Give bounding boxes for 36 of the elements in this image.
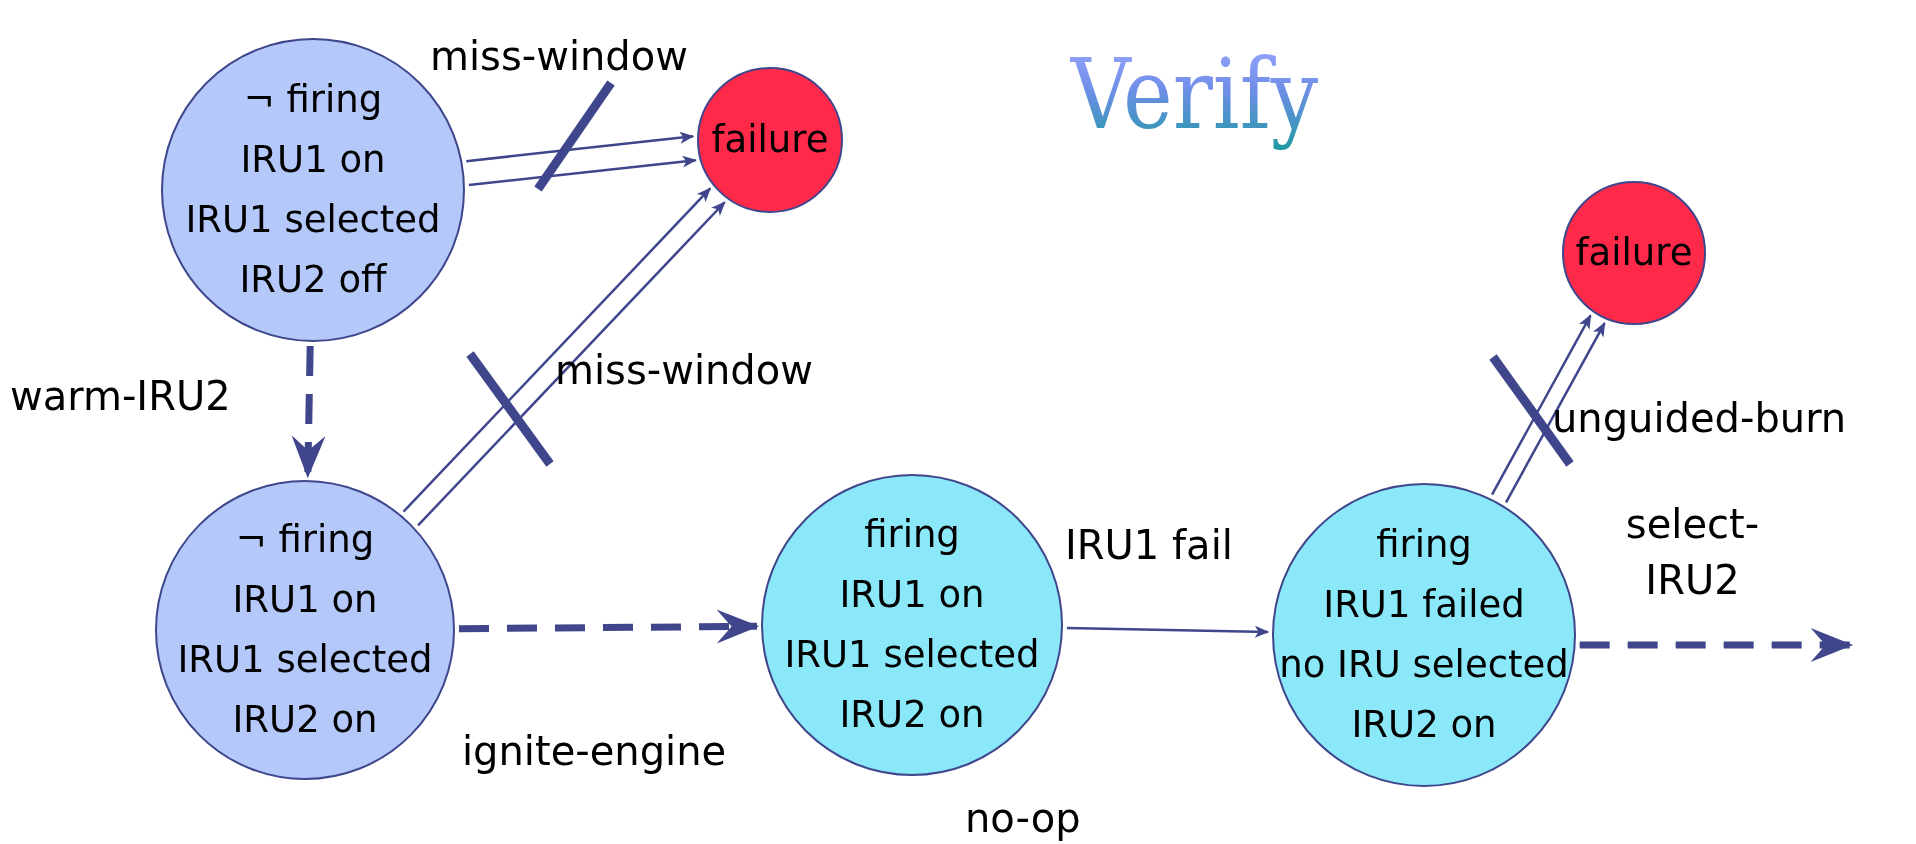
arrow	[402, 187, 712, 513]
state-text: no IRU selected	[1279, 642, 1569, 688]
state-text: IRU1 selected	[177, 637, 433, 683]
state-text: IRU1 selected	[784, 632, 1040, 678]
state-text: IRU1 on	[240, 137, 386, 183]
edge-label: miss-window	[430, 32, 688, 81]
edge-label: IRU1 fail	[1065, 521, 1233, 570]
arrow	[1066, 625, 1270, 638]
state-text: IRU1 failed	[1323, 582, 1525, 628]
state-text: firing	[1376, 522, 1472, 568]
edge-label: unguided-burn	[1552, 394, 1847, 443]
state-text: IRU2 on	[839, 692, 985, 738]
state-text: ¬ firing	[235, 517, 375, 563]
state-text: failure	[1575, 230, 1693, 276]
state-text: IRU2 on	[1351, 702, 1497, 748]
state-text: IRU1 on	[839, 572, 985, 618]
state-text: failure	[711, 117, 829, 163]
state-text: IRU2 on	[232, 697, 378, 743]
edge-label: select- IRU2	[1624, 500, 1761, 605]
state-text: IRU1 selected	[185, 197, 441, 243]
dashed-arrow	[458, 609, 760, 644]
state-text: firing	[864, 512, 960, 558]
dashed-arrow	[1579, 628, 1854, 662]
state-text: IRU1 on	[232, 577, 378, 623]
arrow	[1490, 314, 1592, 496]
arrow	[417, 201, 726, 527]
edge-label: ignite-engine	[462, 727, 727, 776]
edge-label: warm-IRU2	[10, 372, 231, 421]
state-text: ¬ firing	[243, 77, 383, 123]
transition-label: no-op	[965, 794, 1081, 843]
arrow	[466, 131, 695, 163]
arrow	[468, 155, 697, 187]
dashed-arrow	[291, 345, 326, 479]
edge-label: miss-window	[555, 346, 813, 395]
arrow	[1504, 322, 1606, 503]
state-text: IRU2 off	[239, 257, 387, 303]
